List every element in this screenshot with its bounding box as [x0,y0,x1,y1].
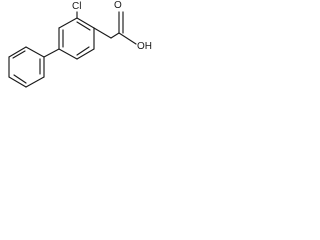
bond-biaryl [43,48,60,58]
bond-phenyl-inner-2 [13,74,27,84]
acetic-acid-chain [93,11,137,45]
bond-ring-ch2 [93,27,112,39]
chlorine-label: Cl [72,1,82,12]
bond-central-3 [76,48,95,60]
bond-central-inner-2 [76,46,90,56]
molecule-structure [8,11,137,88]
bond-central-1 [76,17,95,29]
bond-carbonyl-oh [118,32,137,45]
carbonyl-oxygen-label: O [114,0,122,11]
central-benzene-ring [58,17,95,60]
bond-phenyl-inner-1 [12,50,26,59]
bond-phenyl-2 [8,46,27,58]
bond-central-inner-1 [76,21,91,31]
bond-central-4 [58,48,78,60]
bond-phenyl-5 [25,76,45,88]
bond-phenyl-1 [25,46,45,58]
bond-central-6 [58,17,78,29]
hydroxyl-label: OH [137,41,152,52]
bond-ch2-carbonyl [110,32,120,39]
bond-phenyl-4 [8,76,27,88]
phenyl-ring [8,46,45,88]
